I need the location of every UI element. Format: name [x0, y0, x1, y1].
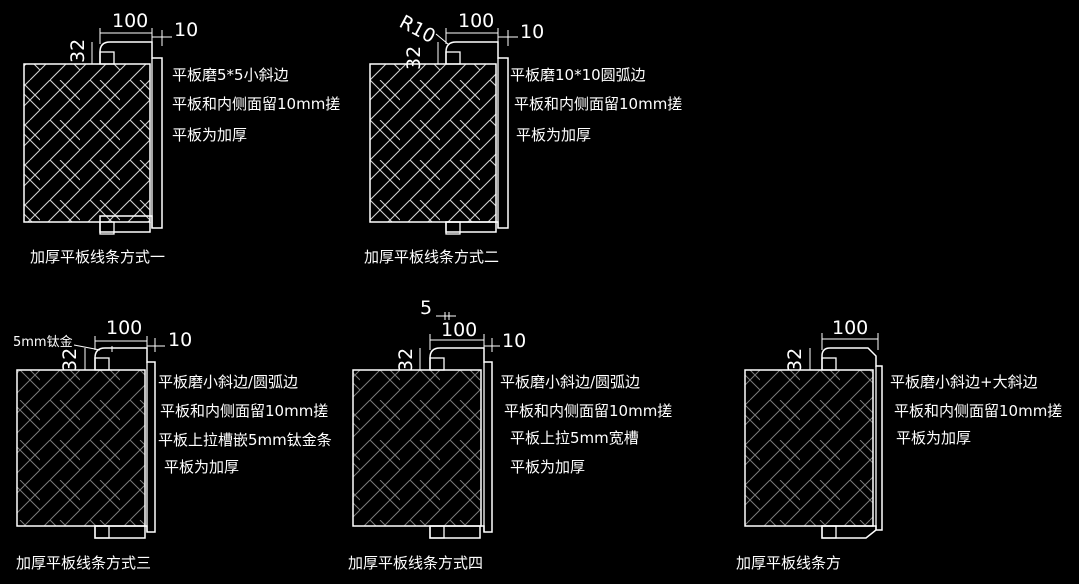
height-dim-label-1: 32 [67, 39, 89, 63]
frame-bottom-tab-1 [99, 221, 115, 235]
detail-1: 100 10 32 平板磨5*5小斜边 平板和内侧面留10mm搓 平板为加厚 加… [23, 10, 340, 266]
note-4-2: 平板和内侧面留10mm搓 [504, 402, 672, 420]
caption-1: 加厚平板线条方式一 [30, 248, 165, 266]
groove-dim-label-4: 5 [420, 297, 432, 319]
frame-top-tab-4 [429, 357, 445, 371]
note-3-4: 平板为加厚 [164, 458, 239, 476]
caption-2: 加厚平板线条方式二 [364, 248, 499, 266]
panel-body-3 [16, 369, 146, 527]
detail-2: R10 100 10 32 平板磨10*10圆弧边 平板和内侧面留10mm搓 平… [364, 10, 682, 266]
width-dim-label-2: 100 [458, 10, 494, 32]
note-3-1: 平板磨小斜边/圆弧边 [158, 373, 298, 391]
frame-bottom-tab-2 [445, 221, 461, 235]
detail-3: 5mm钛金 100 10 32 平板磨小斜边/圆弧边 平板和内侧面留10mm搓 … [13, 317, 332, 572]
width-dim-label-5: 100 [832, 317, 868, 339]
caption-3: 加厚平板线条方式三 [16, 554, 151, 572]
frame-top-tab-5 [821, 357, 837, 371]
detail-5: 100 32 平板磨小斜边+大斜边 平板和内侧面留10mm搓 平板为加厚 加厚平… [736, 317, 1062, 572]
caption-5: 加厚平板线条方 [736, 554, 841, 572]
detail-4: 5 100 10 32 平板磨小斜边/圆弧边 平板和内侧面留10mm搓 平板上拉… [348, 297, 672, 572]
note-1-3: 平板为加厚 [172, 126, 247, 144]
radius-label-2: R10 [396, 11, 439, 48]
note-5-2: 平板和内侧面留10mm搓 [894, 402, 1062, 420]
note-2-2: 平板和内侧面留10mm搓 [514, 95, 682, 113]
height-dim-label-5: 32 [784, 348, 806, 372]
panel-body-1 [23, 63, 151, 223]
frame-bottom-tab-4 [429, 525, 445, 539]
panel-body-2 [369, 63, 497, 223]
gap-dim-label-2: 10 [520, 21, 544, 43]
height-dim-label-3: 32 [59, 348, 81, 372]
frame-top-tab-3 [94, 357, 110, 371]
note-4-4: 平板为加厚 [510, 458, 585, 476]
note-4-3: 平板上拉5mm宽槽 [510, 429, 639, 447]
gap-dim-label-3: 10 [168, 329, 192, 351]
width-dim-label-3: 100 [106, 317, 142, 339]
frame-profile-1 [99, 41, 163, 233]
note-4-1: 平板磨小斜边/圆弧边 [500, 373, 640, 391]
note-3-2: 平板和内侧面留10mm搓 [160, 402, 328, 420]
height-dim-label-2: 32 [403, 46, 425, 70]
gap-dim-label-1: 10 [174, 19, 198, 41]
panel-body-5 [744, 369, 874, 527]
panel-body-4 [352, 369, 482, 527]
note-1-2: 平板和内侧面留10mm搓 [172, 95, 340, 113]
callout-leader-3 [73, 344, 101, 351]
gap-dim-label-4: 10 [502, 330, 526, 352]
frame-profile-2 [445, 41, 509, 233]
note-3-3: 平板上拉槽嵌5mm钛金条 [158, 431, 332, 449]
note-2-1: 平板磨10*10圆弧边 [510, 66, 646, 84]
note-5-3: 平板为加厚 [896, 429, 971, 447]
note-5-1: 平板磨小斜边+大斜边 [890, 373, 1038, 391]
frame-profile-3 [94, 347, 156, 539]
height-dim-label-4: 32 [395, 348, 417, 372]
frame-profile-4 [429, 347, 493, 539]
caption-4: 加厚平板线条方式四 [348, 554, 483, 572]
frame-bottom-tab-3 [94, 525, 110, 539]
width-dim-label-4: 100 [441, 319, 477, 341]
frame-bottom-tab-5 [821, 525, 837, 539]
width-dim-label-1: 100 [112, 10, 148, 32]
frame-top-tab-2 [445, 51, 461, 65]
radius-leader-2 [435, 33, 449, 45]
frame-profile-5 [821, 347, 883, 539]
note-2-3: 平板为加厚 [516, 126, 591, 144]
note-1-1: 平板磨5*5小斜边 [172, 66, 289, 84]
frame-top-tab-1 [99, 51, 115, 65]
callout-label-3: 5mm钛金 [13, 334, 73, 350]
